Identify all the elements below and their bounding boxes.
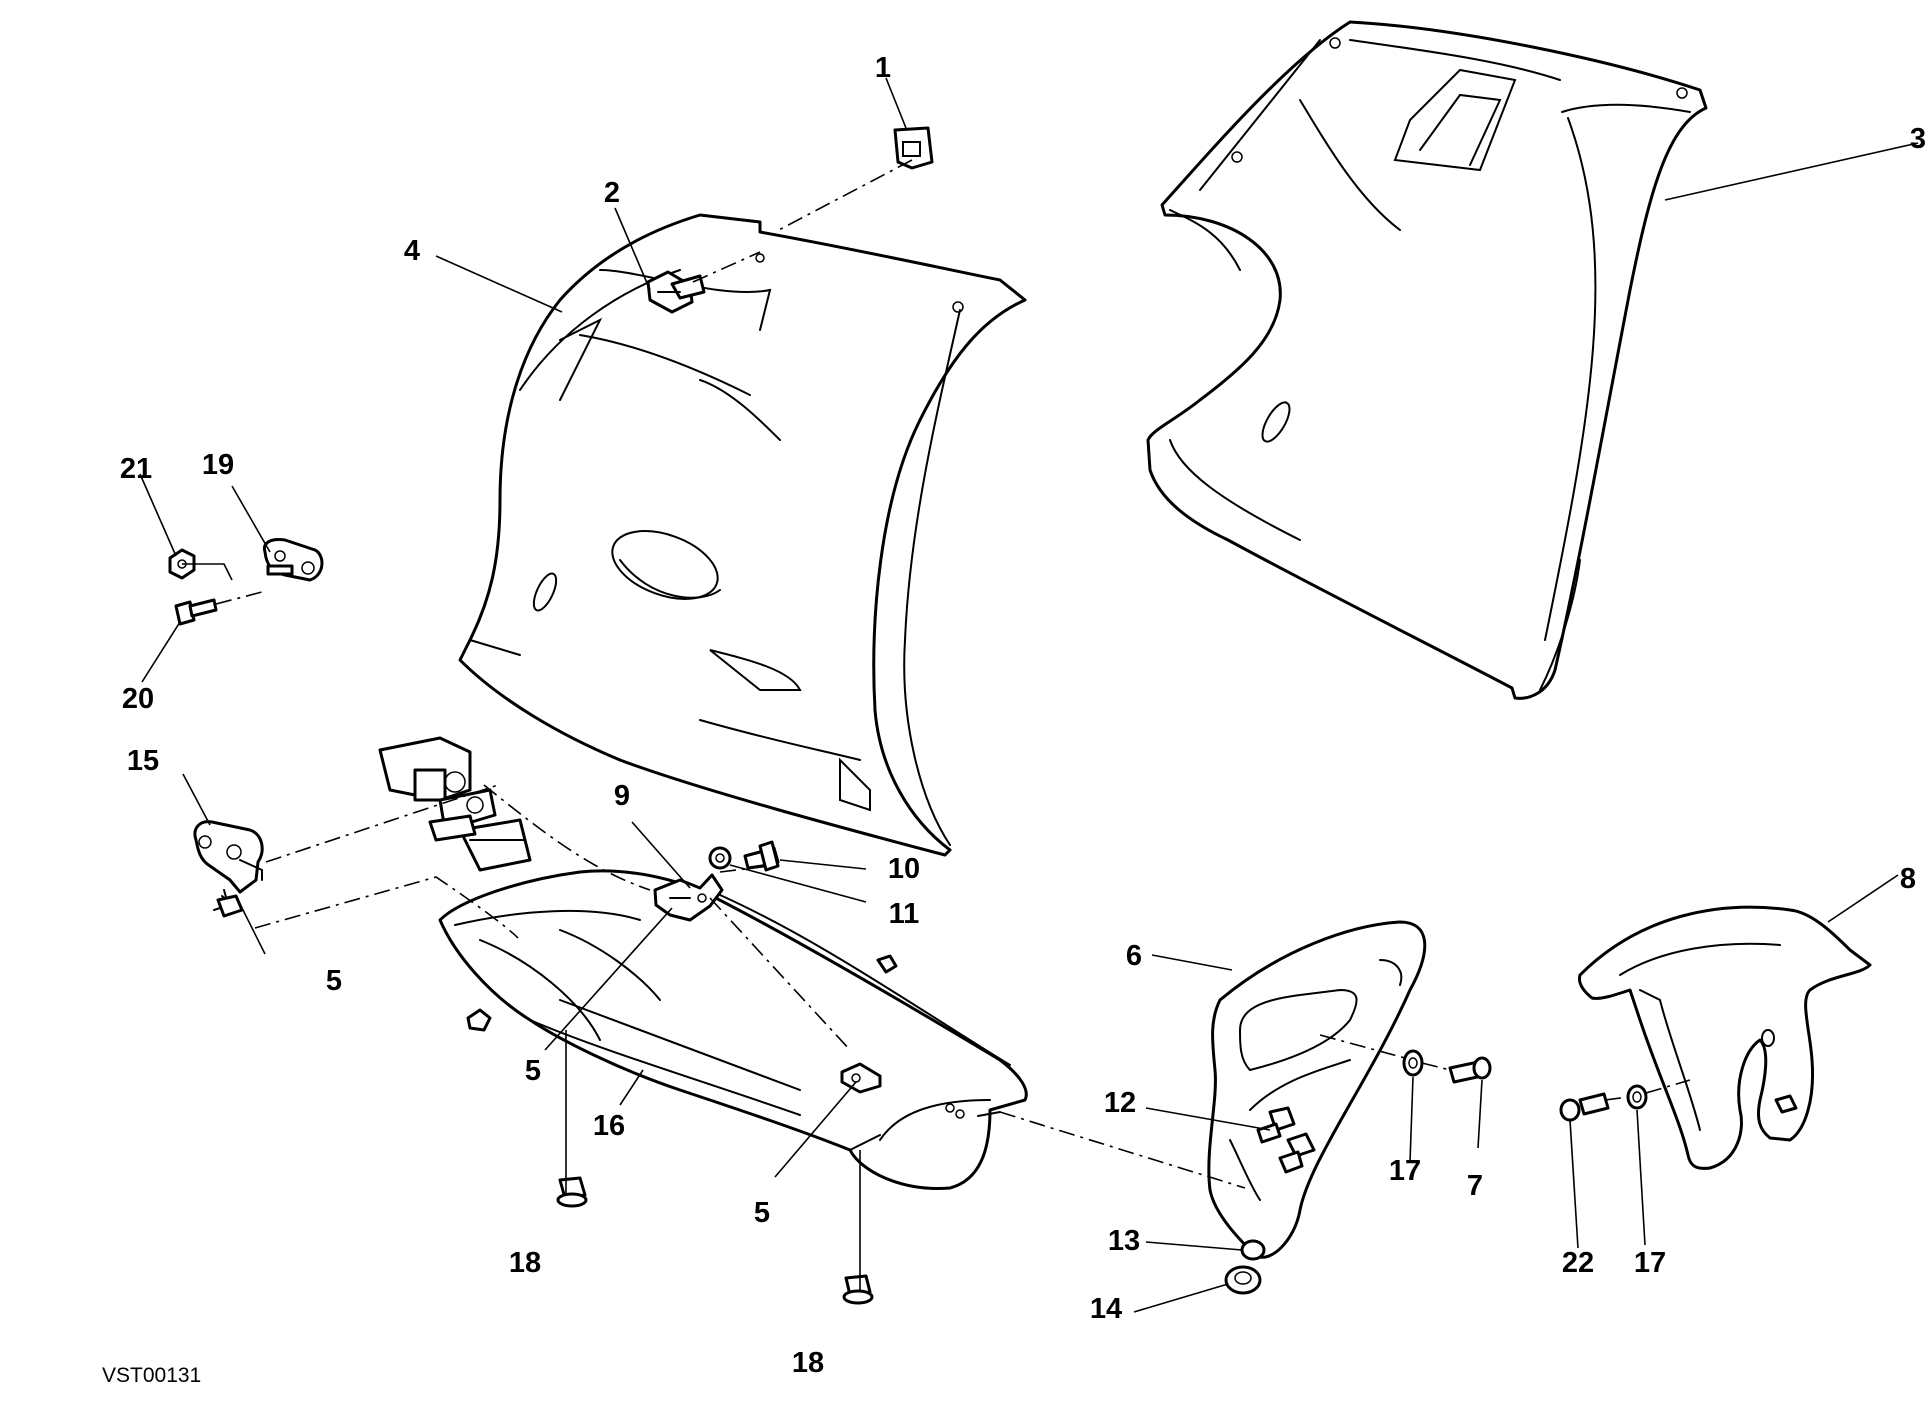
part-19-bracket: [262, 538, 324, 582]
bolt-20-axis-line: [215, 591, 263, 605]
part-valve-assembly: [378, 736, 532, 872]
callout-20: 20: [122, 683, 154, 715]
callout-16: 16: [593, 1110, 625, 1142]
callout-15: 15: [127, 745, 159, 777]
part-12-screw-upper: [1256, 1106, 1296, 1144]
assembly-axis-lines: [254, 159, 1691, 1189]
callout-14: 14: [1090, 1293, 1122, 1325]
part-16-belly-pan: [438, 869, 1028, 1190]
part-6-side-panel: [1207, 920, 1427, 1259]
callout-6: 6: [1126, 940, 1142, 972]
callout-3: 3: [1910, 123, 1926, 155]
part-1-clip: [893, 126, 934, 170]
callout-labels: 1 2 3 4 5 5 5 6 7 8 9 10 11 12 13 14 15 …: [120, 52, 1926, 1379]
part-12-screw-lower: [1278, 1132, 1316, 1174]
callout-9: 9: [614, 780, 630, 812]
figure-code: VST00131: [102, 1364, 201, 1387]
callout-7: 7: [1467, 1170, 1483, 1202]
part-22-screw: [1559, 1092, 1610, 1122]
part-11-washer: [708, 846, 732, 870]
leader-lines: [139, 77, 1919, 1313]
callout-17-right: 17: [1634, 1247, 1666, 1279]
part-5-grommet-left: [216, 894, 244, 918]
part-18-rivet-left: [556, 1176, 588, 1208]
part-7-screw: [1448, 1056, 1492, 1084]
callout-19: 19: [202, 449, 234, 481]
part-8-side-panel: [1578, 905, 1872, 1170]
callout-1: 1: [875, 52, 891, 84]
part-10-bolt: [743, 840, 780, 872]
part-3-right-fairing: [1146, 20, 1708, 700]
part-5-grommet-mid: [466, 1008, 492, 1032]
callout-10: 10: [888, 853, 920, 885]
callout-18-left: 18: [509, 1247, 541, 1279]
callout-21: 21: [120, 453, 152, 485]
bolt-20-to-bracket-line: [182, 563, 233, 581]
callout-4: 4: [404, 235, 420, 267]
callout-5-mid: 5: [525, 1055, 541, 1087]
callout-18-right: 18: [792, 1347, 824, 1379]
callout-5-right: 5: [754, 1197, 770, 1229]
callout-22: 22: [1562, 1247, 1594, 1279]
callout-13: 13: [1108, 1225, 1140, 1257]
part-17-washer-a: [1402, 1049, 1424, 1077]
part-18-rivet-right: [842, 1274, 874, 1305]
callout-11: 11: [889, 898, 920, 930]
part-14-grommet: [1224, 1265, 1262, 1295]
part-5-grommet-right: [876, 954, 898, 974]
callout-2: 2: [604, 177, 620, 209]
part-20-bolt: [174, 598, 218, 626]
part-15-bracket: [193, 820, 264, 911]
part-4-left-fairing: [458, 213, 1027, 857]
callout-5-left: 5: [326, 965, 342, 997]
part-13-nut: [1240, 1239, 1266, 1261]
callout-17-left: 17: [1389, 1155, 1421, 1187]
callout-8: 8: [1900, 863, 1916, 895]
callout-12: 12: [1104, 1087, 1136, 1119]
part-17-washer-b: [1626, 1084, 1648, 1110]
